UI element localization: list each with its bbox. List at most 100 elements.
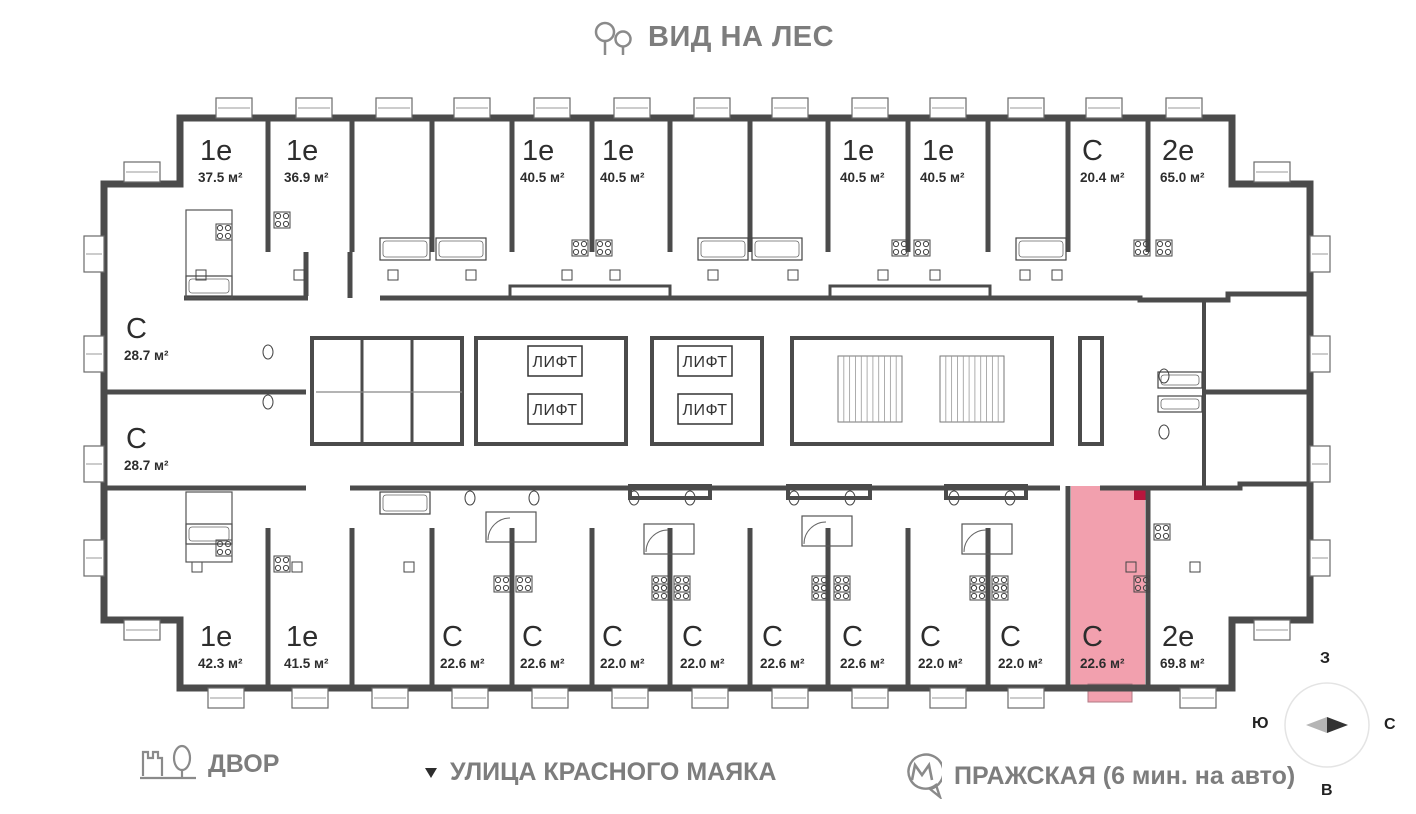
- burner: [660, 584, 668, 592]
- elevator-label: ЛИФТ: [532, 402, 577, 419]
- burner: [1000, 584, 1008, 592]
- bottom-unit-area: 42.3 м²: [198, 656, 243, 671]
- bathroom-wall: [185, 209, 233, 299]
- selected-apartment: [1071, 486, 1145, 686]
- burner: [674, 584, 682, 592]
- bathtub-inner: [188, 278, 230, 294]
- stove: [493, 575, 511, 593]
- stair-flight: [837, 355, 903, 423]
- top-unit-type: 1е: [922, 135, 954, 167]
- compass-east: С: [1384, 716, 1396, 733]
- burner: [274, 556, 282, 564]
- burner: [820, 584, 828, 592]
- bathtub-inner: [1160, 374, 1200, 386]
- burner: [1134, 248, 1142, 256]
- bottom-unit-type: 2е: [1162, 621, 1194, 653]
- burner: [660, 576, 668, 584]
- elevator-block: [650, 336, 764, 446]
- bottom-unit-area: 22.6 м²: [440, 656, 485, 671]
- burner: [516, 584, 524, 592]
- metro-icon: [907, 753, 942, 799]
- stove: [891, 239, 909, 257]
- burner: [524, 584, 532, 592]
- sink: [403, 561, 415, 573]
- stove: [273, 211, 291, 229]
- bottom-unit-type: С: [920, 621, 941, 653]
- shaft: [1078, 336, 1104, 446]
- shower-box: [961, 523, 1013, 555]
- niche: [628, 484, 712, 500]
- shower-door: [803, 521, 827, 545]
- bathtub-inner: [1018, 240, 1064, 258]
- triangle-down-icon: [425, 767, 437, 778]
- burner: [274, 564, 282, 572]
- metro-legend: ПРАЖСКАЯ (6 мин. на авто): [902, 753, 1295, 799]
- burner: [1154, 524, 1162, 532]
- burner: [1142, 248, 1150, 256]
- burner: [282, 564, 290, 572]
- burner: [970, 584, 978, 592]
- bathtub: [379, 237, 431, 261]
- bottom-unit-type: С: [682, 621, 703, 653]
- elevator: [677, 345, 733, 377]
- fixtures: [185, 209, 1203, 601]
- sink: [929, 269, 941, 281]
- stove: [651, 583, 669, 601]
- burner: [652, 592, 660, 600]
- burner: [216, 232, 224, 240]
- toilet: [528, 490, 540, 506]
- top-unit-type: 1е: [842, 135, 874, 167]
- burner: [978, 584, 986, 592]
- burner: [682, 592, 690, 600]
- elevator-label: ЛИФТ: [532, 354, 577, 371]
- burner: [1134, 584, 1142, 592]
- bottom-unit-type: С: [1000, 621, 1021, 653]
- burner: [1164, 240, 1172, 248]
- burner: [1162, 532, 1170, 540]
- top-unit-type: 2е: [1162, 135, 1194, 167]
- burner: [820, 576, 828, 584]
- sink: [293, 269, 305, 281]
- toilet: [1158, 424, 1170, 440]
- stove: [969, 583, 987, 601]
- shower-door: [487, 517, 511, 541]
- bathtub-inner: [1160, 398, 1200, 410]
- yard-legend: ДВОР: [140, 744, 279, 784]
- elevator: [527, 345, 583, 377]
- burner: [274, 220, 282, 228]
- burner: [660, 592, 668, 600]
- sink: [195, 269, 207, 281]
- elevator-label: ЛИФТ: [682, 354, 727, 371]
- top-unit-type: С: [1082, 135, 1103, 167]
- burner: [970, 576, 978, 584]
- trees-icon: [594, 21, 632, 55]
- burner: [978, 576, 986, 584]
- burner: [1000, 592, 1008, 600]
- bottom-unit-type: 1е: [286, 621, 318, 653]
- burner: [992, 584, 1000, 592]
- burner: [580, 240, 588, 248]
- stove: [515, 575, 533, 593]
- burner: [978, 592, 986, 600]
- burner: [1000, 576, 1008, 584]
- top-unit-area: 37.5 м²: [198, 170, 243, 185]
- burner: [682, 584, 690, 592]
- bathroom-wall: [185, 491, 233, 563]
- burner: [842, 584, 850, 592]
- bottom-unit-area: 22.6 м²: [520, 656, 565, 671]
- stair-block: [790, 336, 1054, 446]
- top-unit-area: 40.5 м²: [920, 170, 965, 185]
- burner: [682, 576, 690, 584]
- sink: [1019, 269, 1031, 281]
- left-unit-area: 28.7 м²: [124, 458, 169, 473]
- burner: [674, 592, 682, 600]
- top-unit-type: 1е: [522, 135, 554, 167]
- sink: [787, 269, 799, 281]
- burner: [604, 248, 612, 256]
- bathtub-inner: [382, 494, 428, 512]
- burner: [1156, 248, 1164, 256]
- burner: [922, 240, 930, 248]
- compass-west: Ю: [1252, 715, 1269, 732]
